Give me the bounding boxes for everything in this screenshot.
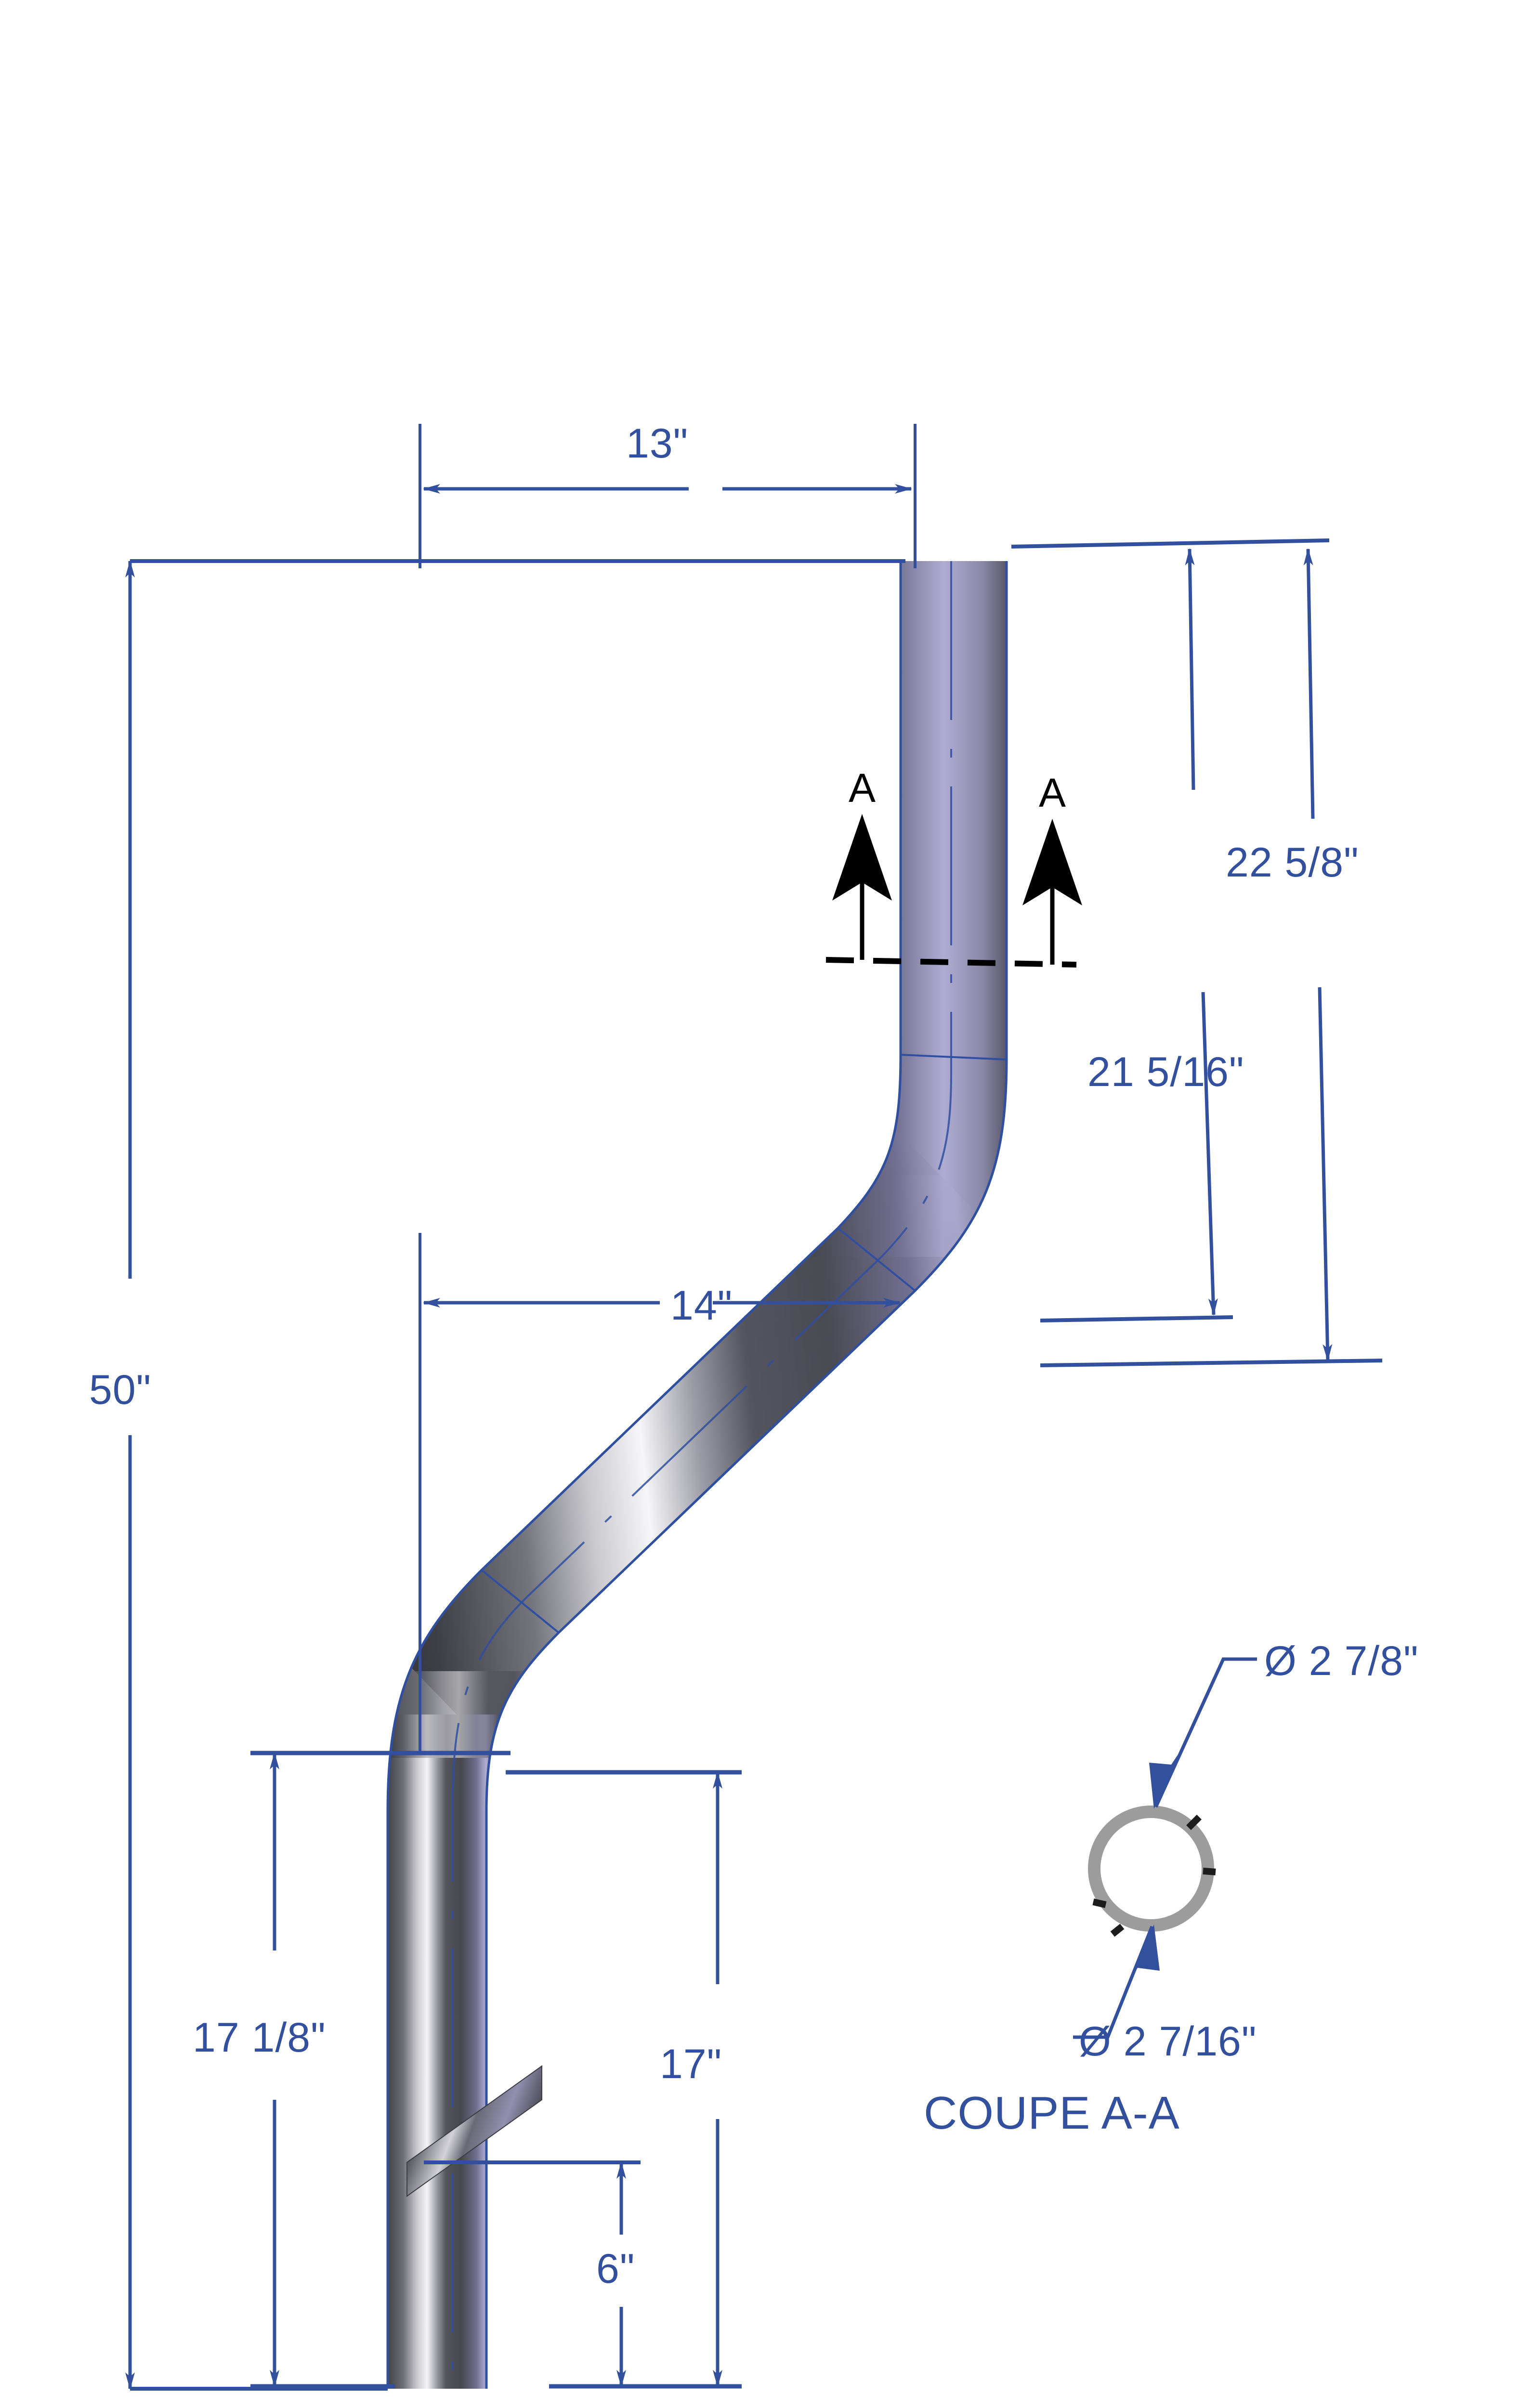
dimension-14in [419, 1233, 901, 1753]
dim-label-22-5-8: 22 5/8" [1226, 839, 1359, 886]
dim-line-2258-dn [1318, 987, 1333, 1361]
ext-line-21516-bottom [1040, 1315, 1233, 1322]
ext-line-2258-top [1011, 538, 1330, 549]
leader-arrow-inner [1125, 1924, 1160, 1989]
dimension-22-5-8 [1011, 538, 1383, 1367]
dimension-13in [419, 424, 917, 568]
dimension-50in [125, 559, 905, 2391]
pipe-lower-shading [388, 1714, 501, 2389]
dim-label-50: 50" [89, 1367, 151, 1413]
dim-label-14: 14" [670, 1283, 733, 1329]
dimension-17in [506, 1770, 742, 2389]
section-ring-ticks [1092, 1815, 1216, 1937]
section-letter-left: A [849, 765, 876, 811]
dimension-17-1-8 [250, 1751, 511, 2389]
leader-outer-diameter [1154, 1657, 1257, 1808]
callout-outer-diameter: Ø 2 7/8" [1264, 1638, 1419, 1684]
dim-line-21516-up [1185, 548, 1195, 790]
dimension-21-5-16 [1040, 548, 1233, 1322]
section-cut-line [825, 814, 1082, 968]
section-arrow-left [832, 814, 892, 901]
dim-label-21-5-16: 21 5/16" [1087, 1049, 1244, 1095]
dim-label-13: 13" [626, 420, 688, 467]
dimension-6in [424, 2160, 641, 2387]
ext-line-2258-bottom [1040, 1359, 1383, 1367]
dim-line-2258-up [1303, 548, 1315, 819]
dim-label-17-1-8: 17 1/8" [193, 2015, 326, 2061]
pipe-edge-lines [386, 561, 1008, 2389]
leader-arrow-outer [1149, 1744, 1185, 1809]
callout-inner-diameter: Ø 2 7/16" [1079, 2018, 1257, 2065]
dim-label-17: 17" [660, 2041, 722, 2087]
section-view-geometry [1073, 1657, 1257, 2039]
section-view-title: COUPE A-A [924, 2087, 1180, 2139]
section-arrow-right [1022, 819, 1082, 905]
dim-label-6: 6" [596, 2246, 635, 2292]
section-letter-right: A [1039, 770, 1066, 815]
dim-line-21516-dn [1201, 992, 1218, 1316]
